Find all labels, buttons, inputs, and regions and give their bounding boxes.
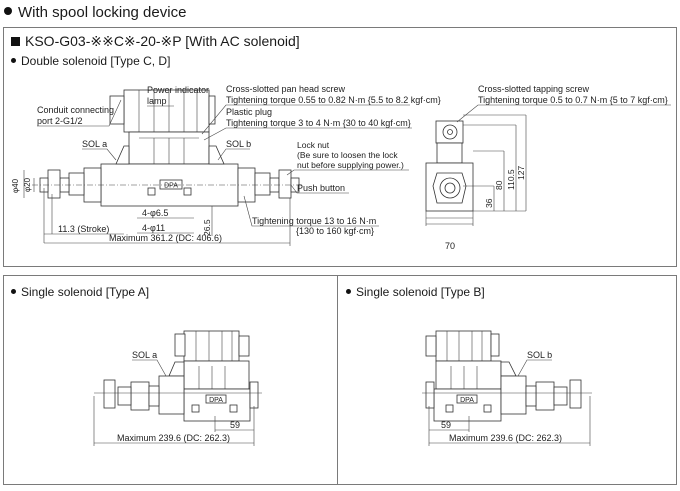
single-solenoid-a-title-text: Single solenoid [Type A] bbox=[21, 285, 150, 299]
dim-36: 36 bbox=[484, 198, 494, 208]
dim-maximum: Maximum 361.2 (DC: 406.6) bbox=[109, 233, 222, 243]
dim-maximum-a: Maximum 239.6 (DC: 262.3) bbox=[117, 433, 230, 443]
dim-hole-large: 4-φ11 bbox=[142, 223, 165, 233]
sol-a-label: SOL a bbox=[82, 139, 107, 149]
tapping-screw-torque: Tightening torque 0.5 to 0.7 N·m {5 to 7… bbox=[478, 95, 668, 105]
dpa-mark-a: DPA bbox=[209, 397, 223, 404]
section-heading-text: With spool locking device bbox=[18, 4, 187, 21]
dim-phi40: φ40 bbox=[11, 178, 20, 193]
power-indicator-label-2: lamp bbox=[147, 96, 167, 106]
bullet-icon bbox=[11, 58, 16, 64]
conduit-port-label-2: port 2-G1/2 bbox=[37, 116, 83, 126]
push-button-label: Push button bbox=[297, 183, 345, 193]
square-bullet-icon bbox=[11, 37, 20, 46]
lock-nut-note: (Be sure to loosen the lock bbox=[297, 150, 398, 160]
single-solenoid-a-drawing: DPA SOL a 59 Maximum 239.6 (DC: 262.3) bbox=[93, 330, 262, 446]
sol-b-label: SOL b bbox=[226, 139, 251, 149]
lock-nut-note-2: nut before supplying power.) bbox=[297, 160, 404, 170]
single-solenoid-panel: Single solenoid [Type A] Single solenoid… bbox=[3, 275, 677, 485]
dim-59-a: 59 bbox=[230, 420, 240, 430]
bullet-icon bbox=[11, 289, 16, 295]
model-title: KSO-G03-※※C※-20-※P [With AC solenoid] bbox=[11, 33, 300, 50]
dim-maximum-b: Maximum 239.6 (DC: 262.3) bbox=[449, 433, 562, 443]
pan-head-screw-label: Cross-slotted pan head screw bbox=[226, 84, 346, 94]
pan-head-screw-torque: Tightening torque 0.55 to 0.82 N·m {5.5 … bbox=[226, 95, 441, 105]
conduit-port-label: Conduit connecting bbox=[37, 105, 114, 115]
dim-26-5: 26.5 bbox=[202, 219, 212, 236]
double-solenoid-title-text: Double solenoid [Type C, D] bbox=[21, 54, 171, 68]
sol-b-label-single: SOL b bbox=[527, 350, 552, 360]
nut-torque-value: {130 to 160 kgf·cm} bbox=[296, 226, 374, 236]
plastic-plug-label: Plastic plug bbox=[226, 107, 272, 117]
dpa-plate bbox=[159, 179, 183, 190]
single-solenoid-b-drawing: DPA SOL b 59 Maximum 239.6 (DC: 262.3) bbox=[422, 330, 592, 446]
power-indicator-label: Power indicator bbox=[147, 85, 209, 95]
dim-70: 70 bbox=[445, 241, 455, 251]
dim-59-b: 59 bbox=[441, 420, 451, 430]
double-solenoid-title: Double solenoid [Type C, D] bbox=[11, 54, 170, 68]
dim-hole-small: 4-φ6.5 bbox=[142, 208, 168, 218]
dim-127: 127 bbox=[516, 166, 526, 180]
model-title-text: KSO-G03-※※C※-20-※P [With AC solenoid] bbox=[25, 33, 300, 49]
dim-stroke: 11.3 (Stroke) bbox=[58, 224, 109, 234]
single-solenoid-b-title-text: Single solenoid [Type B] bbox=[356, 285, 485, 299]
dpa-mark-text: DPA bbox=[164, 183, 178, 190]
nut-torque-label: Tightening torque 13 to 16 N·m bbox=[252, 216, 376, 226]
double-solenoid-panel: KSO-G03-※※C※-20-※P [With AC solenoid] Do… bbox=[3, 27, 677, 267]
single-solenoid-a-title: Single solenoid [Type A] bbox=[11, 285, 149, 299]
dim-80: 80 bbox=[494, 180, 504, 190]
bullet-icon bbox=[346, 289, 351, 295]
bullet-icon bbox=[4, 7, 12, 16]
single-solenoid-b-title: Single solenoid [Type B] bbox=[346, 285, 485, 299]
sol-a-label-single: SOL a bbox=[132, 350, 157, 360]
plastic-plug-torque: Tightening torque 3 to 4 N·m {30 to 40 k… bbox=[226, 118, 411, 128]
lock-nut-label: Lock nut bbox=[297, 140, 330, 150]
side-view bbox=[425, 120, 474, 226]
section-heading: With spool locking device bbox=[4, 4, 186, 21]
dpa-mark-b: DPA bbox=[460, 397, 474, 404]
solenoid-coil bbox=[109, 89, 216, 133]
double-solenoid-drawing: DPA Power indicator lamp Conduit connect… bbox=[11, 84, 671, 251]
dim-110-5: 110.5 bbox=[506, 169, 516, 190]
panel-divider bbox=[337, 276, 338, 484]
dim-phi20: φ20 bbox=[23, 177, 32, 192]
tapping-screw-label: Cross-slotted tapping screw bbox=[478, 84, 590, 94]
